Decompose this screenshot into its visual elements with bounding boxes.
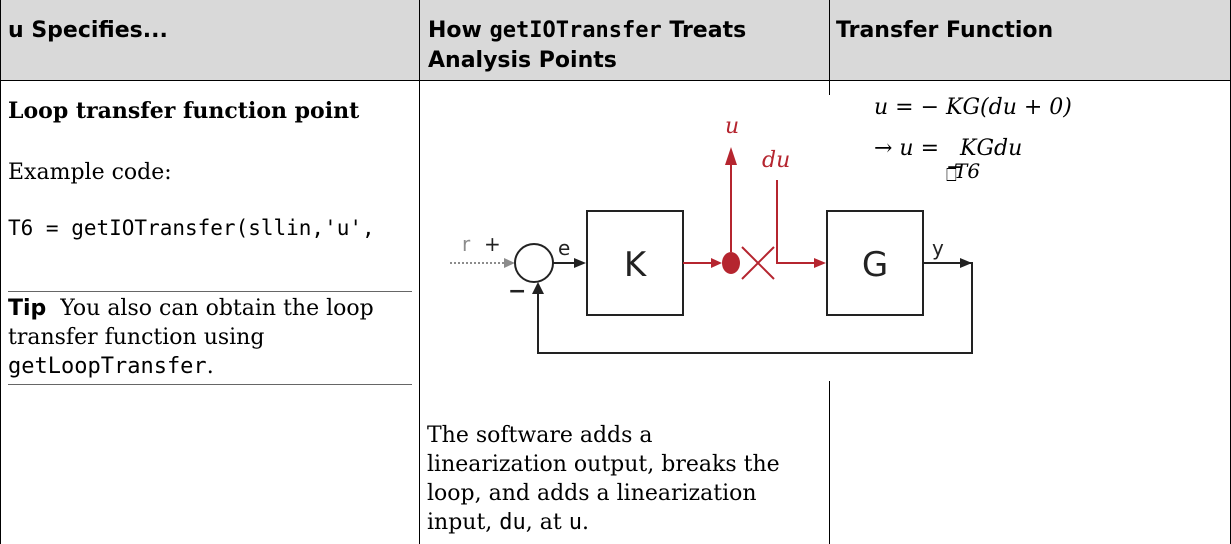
block-diagram-svg: r + − e K u du	[450, 114, 973, 354]
feedback-path	[537, 262, 973, 354]
tip-box: Tip You also can obtain the loop transfe…	[8, 294, 416, 381]
desc-line-4c: .	[581, 510, 589, 535]
u-label: u	[725, 114, 739, 139]
header-divider	[0, 80, 1231, 81]
header-col-specifies: u Specifies...	[8, 16, 168, 46]
desc-code-u: u	[568, 510, 582, 535]
k-label: K	[624, 245, 648, 285]
treatment-description: The software adds a linearization output…	[427, 421, 825, 537]
r-label: r	[462, 232, 471, 256]
e-arrowhead	[574, 258, 586, 268]
example-code: T6 = getIOTransfer(sllin,'u',	[8, 216, 375, 240]
block-diagram: r + − e K u du	[424, 95, 1086, 381]
table-header	[0, 0, 1231, 80]
y-label: y	[932, 236, 944, 260]
eq2-kgdu: KGdu	[960, 136, 1023, 161]
header-col-treats-line2: Analysis Points	[428, 48, 617, 73]
eq2-box-glyph: ⎕	[946, 165, 957, 186]
k-out-arrowhead	[711, 258, 722, 268]
g-label: G	[862, 245, 888, 285]
eq2-minus: −	[946, 155, 965, 180]
r-arrowhead	[504, 258, 515, 268]
row-title: Loop transfer function point	[8, 98, 360, 124]
du-input-line	[776, 180, 816, 264]
col-divider-1	[419, 0, 420, 544]
tip-end: .	[206, 354, 214, 379]
header-col-treats-prefix: How	[428, 18, 490, 43]
g-block	[826, 210, 924, 316]
desc-code-du: du	[499, 510, 526, 535]
header-col-treats: How getIOTransfer Treats Analysis Points	[428, 16, 746, 76]
eq2-prefix: → u =	[874, 136, 947, 161]
minus-label: −	[508, 279, 526, 304]
loop-break-x-b	[741, 246, 775, 280]
tip-label: Tip	[8, 296, 47, 321]
desc-line-1: The software adds a	[427, 423, 653, 448]
header-col-specifies-label: u Specifies...	[8, 18, 168, 43]
desc-line-3: loop, and adds a linearization	[427, 481, 757, 506]
e-label: e	[558, 236, 570, 260]
k-block	[586, 210, 684, 316]
du-arrowhead	[814, 258, 826, 268]
desc-line-4b: , at	[525, 510, 569, 535]
tip-bottom-rule	[8, 384, 412, 385]
tip-text-1: You also can obtain the loop	[60, 296, 374, 321]
header-col-transfer-label: Transfer Function	[836, 18, 1054, 43]
summing-junction	[514, 243, 554, 283]
u-arrowhead	[725, 147, 737, 165]
header-col-transfer: Transfer Function	[836, 16, 1053, 46]
du-label: du	[762, 148, 790, 173]
tip-code: getLoopTransfer	[8, 354, 207, 379]
eq2-subscript: T6	[954, 159, 981, 183]
header-col-treats-code: getIOTransfer	[489, 18, 662, 43]
feedback-arrowhead	[532, 282, 544, 294]
plus-label: +	[484, 232, 501, 256]
equation-1: u = − KG(du + 0)	[874, 95, 1072, 120]
example-label: Example code:	[8, 160, 172, 185]
desc-line-4a: input,	[427, 510, 500, 535]
tip-top-rule	[8, 291, 412, 292]
left-border	[0, 0, 1, 544]
header-col-treats-suffix: Treats	[661, 18, 747, 43]
desc-line-2: linearization output, breaks the	[427, 452, 780, 477]
analysis-point-marker	[722, 252, 740, 274]
tip-text-2: transfer function using	[8, 325, 265, 350]
